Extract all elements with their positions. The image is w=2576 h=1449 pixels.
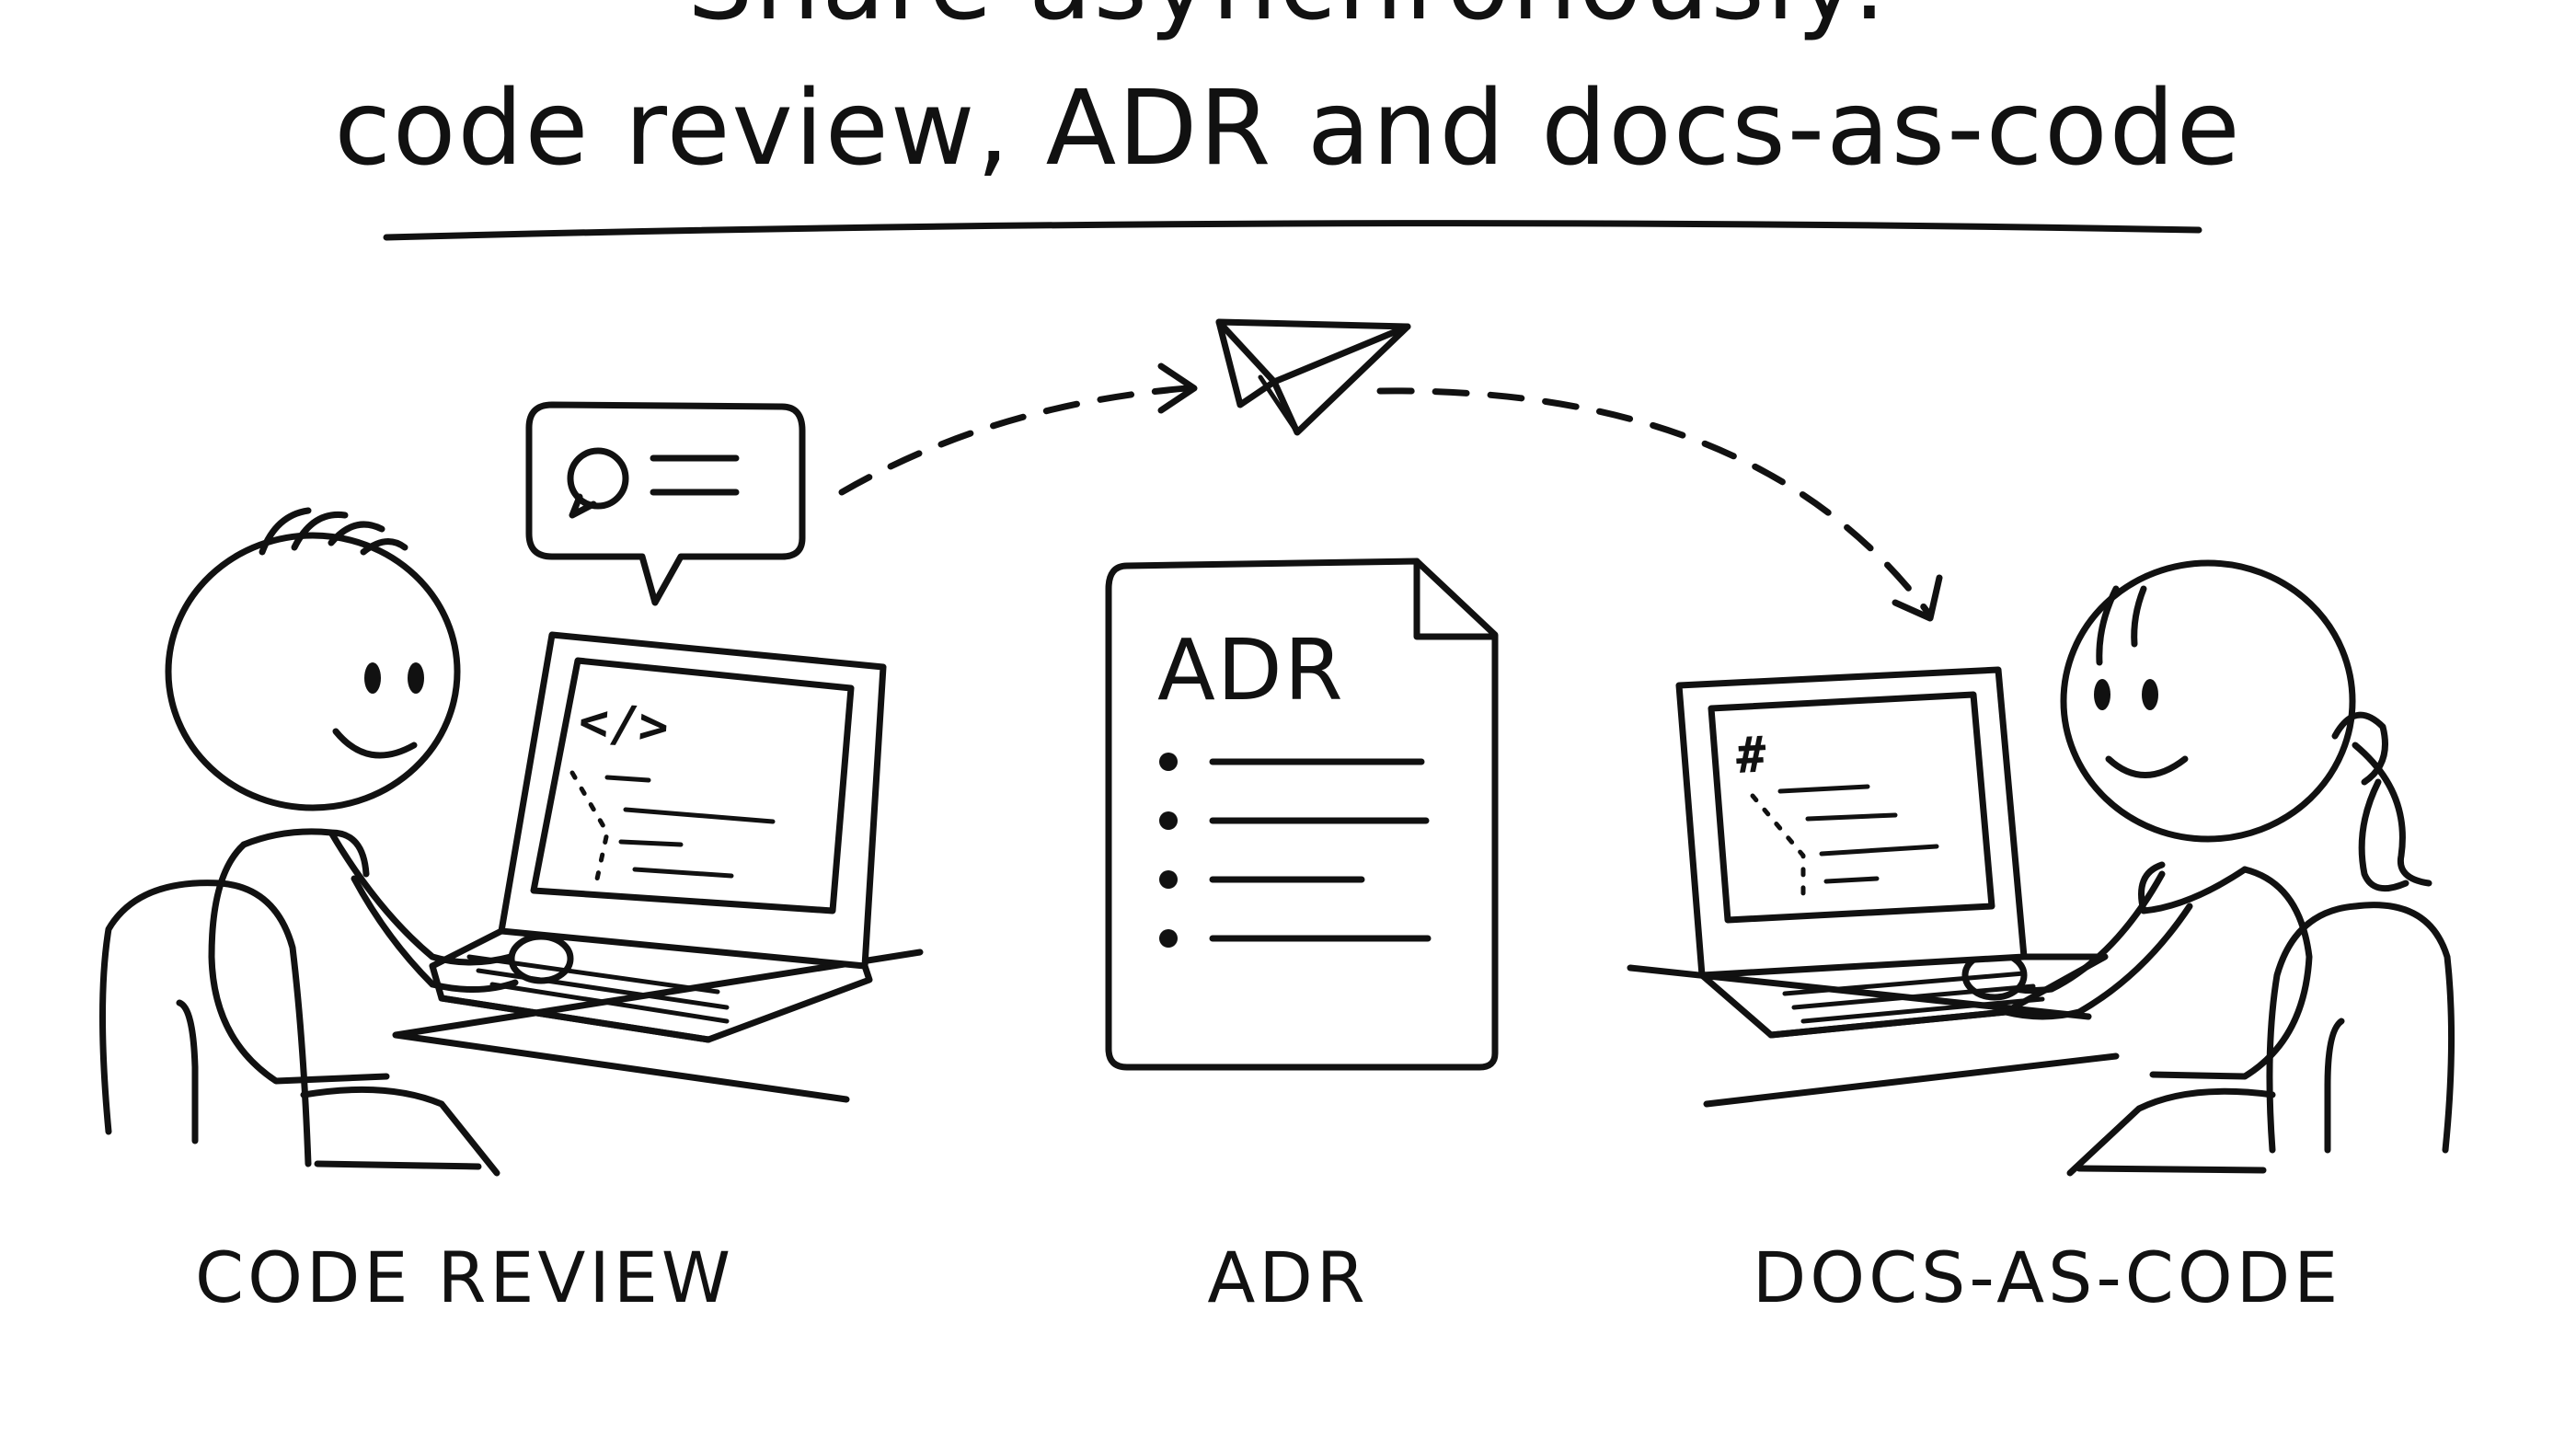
chat-bubble-icon bbox=[525, 401, 806, 606]
left-desk bbox=[392, 949, 924, 1103]
flow-arrow-left bbox=[838, 362, 1198, 496]
adr-document: ADR bbox=[1105, 558, 1499, 1071]
right-screen-heading-icon: # bbox=[1734, 725, 1767, 785]
left-screen-code-icon: </> bbox=[577, 692, 671, 756]
label-adr: ADR bbox=[1207, 1236, 1368, 1318]
right-laptop: # bbox=[1675, 666, 2109, 1039]
document-heading: ADR bbox=[1157, 621, 1345, 719]
title-line-1: Share asynchronously: bbox=[687, 0, 1889, 43]
label-code-review: CODE REVIEW bbox=[195, 1236, 734, 1318]
paper-plane-icon bbox=[1215, 318, 1411, 436]
title-line-2: code review, ADR and docs-as-code bbox=[334, 69, 2241, 189]
title-underline bbox=[383, 220, 2202, 241]
flow-arrow-right bbox=[1376, 387, 1943, 622]
code-reviewer bbox=[99, 507, 574, 1177]
left-laptop: </> bbox=[429, 631, 887, 1043]
document-bullet-list bbox=[1159, 753, 1432, 948]
docs-author bbox=[1961, 559, 2455, 1177]
label-docs-as-code: DOCS-AS-CODE bbox=[1753, 1236, 2342, 1318]
